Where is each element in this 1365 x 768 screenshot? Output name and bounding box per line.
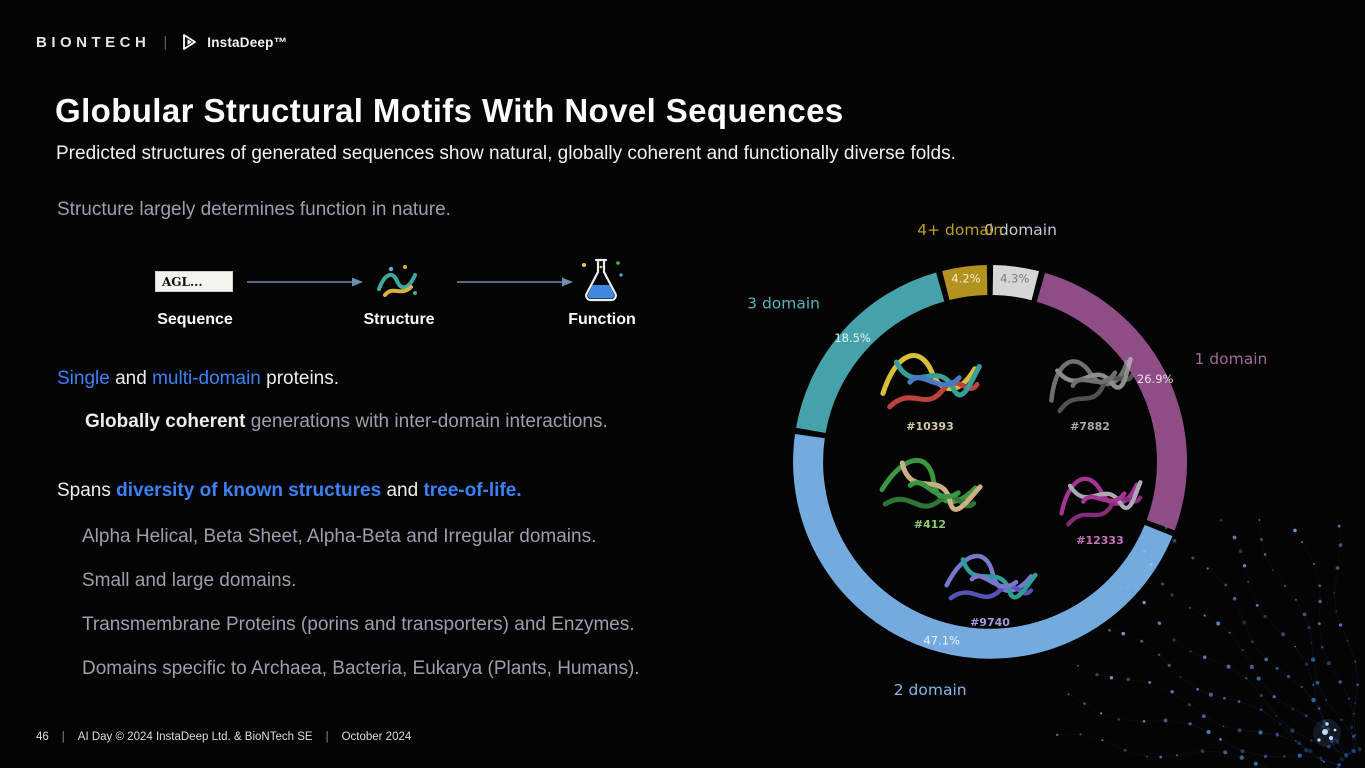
protein-structure-7882 bbox=[1049, 356, 1135, 414]
function-flask-icon bbox=[576, 255, 626, 312]
bullet-item: Alpha Helical, Beta Sheet, Alpha-Beta an… bbox=[82, 526, 597, 547]
donut-domain-label: 3 domain bbox=[747, 295, 820, 313]
bullet-item: Transmembrane Proteins (porins and trans… bbox=[82, 614, 635, 635]
protein-id-label: #9740 bbox=[970, 616, 1010, 629]
domain-donut-chart-area: 4.3% 0 domain 26.9% 1 domain 47.1% 2 domain 18… bbox=[728, 208, 1308, 713]
donut-percent-label: 47.1% bbox=[923, 634, 960, 648]
donut-domain-label: 1 domain bbox=[1195, 350, 1268, 368]
instadeep-logo-icon bbox=[183, 34, 197, 50]
page-title: Globular Structural Motifs With Novel Se… bbox=[55, 92, 844, 129]
arrow-right-icon bbox=[247, 277, 363, 287]
plain-text: Spans bbox=[57, 480, 117, 501]
plain-text: and bbox=[109, 368, 153, 389]
highlight-multi-domain: multi-domain bbox=[152, 368, 261, 389]
instadeep-logo-text: InstaDeep™ bbox=[207, 34, 288, 50]
bullet-item: Small and large domains. bbox=[82, 570, 297, 591]
bullet-list: Alpha Helical, Beta Sheet, Alpha-Beta an… bbox=[82, 526, 742, 702]
slide-subtitle: Predicted structures of generated sequen… bbox=[56, 143, 956, 164]
domain-donut-chart: 4.3% 0 domain 26.9% 1 domain 47.1% 2 domain 18… bbox=[747, 221, 1268, 699]
single-multidomain-line: Single and multi-domain proteins. bbox=[57, 368, 339, 390]
donut-segment-3-domain bbox=[796, 272, 945, 434]
donut-percent-label: 4.2% bbox=[951, 272, 980, 286]
spans-diversity-line: Spans diversity of known structures and … bbox=[57, 480, 522, 502]
donut-segment-0-domain bbox=[992, 265, 1040, 301]
footer-separator: | bbox=[325, 731, 329, 743]
donut-percent-label: 18.5% bbox=[834, 331, 871, 345]
protein-id-label: #12333 bbox=[1076, 534, 1124, 547]
highlight-tree-of-life: tree-of-life. bbox=[423, 480, 522, 501]
footer-separator: | bbox=[61, 731, 65, 743]
biontech-logo: BIONTECH bbox=[36, 33, 151, 51]
footer-credit: AI Day © 2024 InstaDeep Ltd. & BioNTech … bbox=[77, 731, 313, 743]
pipeline-label-function: Function bbox=[568, 311, 636, 328]
donut-segment-4+-domain bbox=[942, 265, 988, 301]
bullet-item: Domains specific to Archaea, Bacteria, E… bbox=[82, 658, 640, 679]
donut-domain-label: 2 domain bbox=[894, 681, 967, 699]
highlight-single: Single bbox=[57, 368, 110, 389]
intro-text: Structure largely determines function in… bbox=[57, 199, 451, 220]
arrow-right-icon bbox=[457, 277, 573, 287]
globally-coherent-line: Globally coherent generations with inter… bbox=[85, 411, 608, 433]
plain-text: proteins. bbox=[260, 368, 340, 389]
pipeline-label-structure: Structure bbox=[363, 311, 435, 328]
instadeep-logo: InstaDeep™ bbox=[180, 32, 287, 52]
protein-id-label: #10393 bbox=[906, 420, 954, 433]
protein-structure-10393 bbox=[880, 353, 982, 410]
plain-text: generations with inter-domain interactio… bbox=[245, 411, 608, 432]
donut-domain-label: 0 domain bbox=[984, 221, 1057, 239]
donut-segment-1-domain bbox=[1036, 272, 1187, 531]
protein-structure-12333 bbox=[1059, 476, 1143, 527]
protein-structure-9740 bbox=[944, 553, 1038, 601]
sequence-structure-function-diagram: AGL... bbox=[55, 255, 695, 347]
plain-text: and bbox=[381, 480, 424, 501]
footer-date: October 2024 bbox=[341, 731, 412, 743]
pipeline-label-sequence: Sequence bbox=[157, 311, 233, 328]
brand-divider: | bbox=[163, 33, 168, 51]
donut-percent-label: 4.3% bbox=[1000, 272, 1029, 286]
protein-id-label: #412 bbox=[914, 518, 946, 531]
sequence-sample-box: AGL... bbox=[155, 271, 233, 292]
slide-footer: 46 | AI Day © 2024 InstaDeep Ltd. & BioN… bbox=[36, 731, 411, 743]
brand-bar: BIONTECH | InstaDeep™ bbox=[36, 30, 287, 54]
donut-segment-2-domain bbox=[793, 434, 1173, 659]
donut-percent-label: 26.9% bbox=[1137, 372, 1174, 386]
structure-icon bbox=[371, 255, 427, 312]
page-number: 46 bbox=[36, 731, 49, 743]
highlight-globally-coherent: Globally coherent bbox=[85, 411, 246, 432]
donut-domain-label: 4+ domain bbox=[917, 221, 1003, 239]
highlight-diversity: diversity of known structures bbox=[116, 480, 382, 501]
protein-id-label: #7882 bbox=[1070, 420, 1110, 433]
protein-structure-412 bbox=[879, 457, 983, 512]
